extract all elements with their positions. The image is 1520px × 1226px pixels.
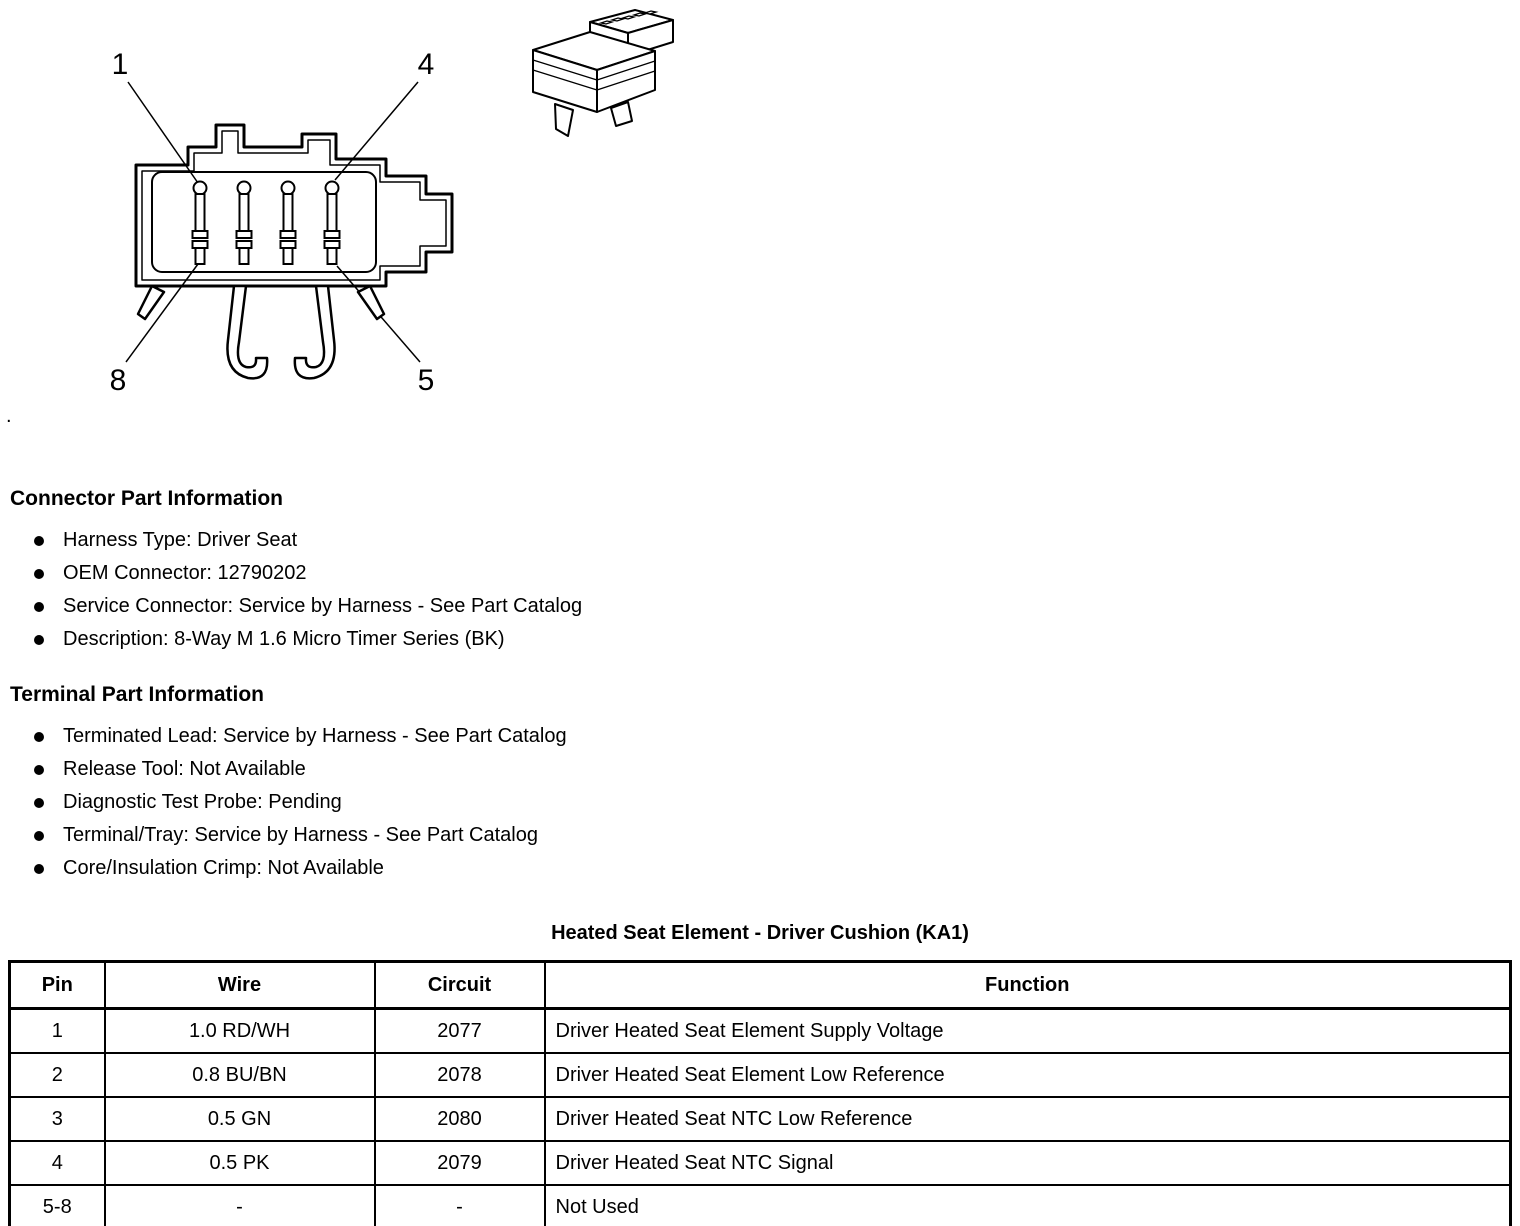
terminal-pin-1: [191, 180, 209, 265]
cell-pin: 4: [8, 1140, 106, 1186]
connector-front-view-diagram: 1 4 8 5: [110, 48, 454, 397]
terminal-pin-4: [323, 180, 341, 265]
terminal-pin-3: [279, 180, 297, 265]
terminal-pin-2: [235, 180, 253, 265]
iso-pin-holes: [598, 10, 659, 25]
cell-circuit: 2078: [373, 1052, 546, 1098]
cell-function: Driver Heated Seat Element Low Reference: [543, 1052, 1512, 1098]
list-item: Release Tool: Not Available: [10, 753, 567, 786]
bullet-icon: [34, 830, 44, 841]
connector-cavity: [151, 171, 377, 273]
list-item-text: Diagnostic Test Probe: Pending: [63, 791, 342, 813]
cell-function: Driver Heated Seat Element Supply Voltag…: [543, 1007, 1512, 1054]
foot-right: [356, 284, 386, 321]
cell-function: Not Used: [543, 1184, 1512, 1226]
pin-label-5: 5: [418, 364, 435, 397]
stray-period: .: [6, 405, 12, 427]
foot-left: [136, 284, 166, 321]
iso-tab: [610, 101, 633, 127]
clip-right: [293, 284, 336, 380]
connector-info-list: Harness Type: Driver Seat OEM Connector:…: [10, 524, 582, 656]
clip-left: [226, 284, 269, 380]
leader-line-pin4: [334, 81, 419, 181]
cell-wire: 0.5 PK: [103, 1140, 376, 1186]
cell-circuit: 2080: [373, 1096, 546, 1142]
cell-function: Driver Heated Seat NTC Low Reference: [543, 1096, 1512, 1142]
list-item: Diagnostic Test Probe: Pending: [10, 786, 567, 819]
cell-pin: 3: [8, 1096, 106, 1142]
section-title-connector-part-information: Connector Part Information: [10, 487, 284, 511]
bullet-icon: [34, 601, 44, 612]
column-header-circuit: Circuit: [373, 960, 546, 1010]
iso-latch: [554, 103, 574, 137]
list-item-text: Description: 8-Way M 1.6 Micro Timer Ser…: [63, 628, 505, 650]
bullet-icon: [34, 764, 44, 775]
table-row: 5-8 - - Not Used: [8, 1184, 1512, 1226]
list-item: Terminated Lead: Service by Harness - Se…: [10, 720, 567, 753]
connector-isometric-view: [532, 9, 674, 137]
list-item: Terminal/Tray: Service by Harness - See …: [10, 819, 567, 852]
bullet-icon: [34, 535, 44, 546]
list-item-text: Harness Type: Driver Seat: [63, 529, 298, 551]
list-item-text: Terminated Lead: Service by Harness - Se…: [63, 725, 567, 747]
column-header-wire: Wire: [103, 960, 376, 1010]
table-row: 1 1.0 RD/WH 2077 Driver Heated Seat Elem…: [8, 1007, 1512, 1054]
connector-housing-inner-line: [141, 130, 447, 281]
leader-line-pin1: [127, 81, 199, 184]
cell-wire: 0.5 GN: [103, 1096, 376, 1142]
list-item-text: OEM Connector: 12790202: [63, 562, 307, 584]
list-item: Harness Type: Driver Seat: [10, 524, 582, 557]
list-item-text: Release Tool: Not Available: [63, 758, 306, 780]
list-item: Core/Insulation Crimp: Not Available: [10, 852, 567, 885]
cell-wire: 0.8 BU/BN: [103, 1052, 376, 1098]
list-item-text: Core/Insulation Crimp: Not Available: [63, 857, 384, 879]
list-item: Description: 8-Way M 1.6 Micro Timer Ser…: [10, 623, 582, 656]
bullet-icon: [34, 863, 44, 874]
cell-wire: 1.0 RD/WH: [103, 1007, 376, 1054]
mounting-clips: [136, 284, 386, 380]
list-item: OEM Connector: 12790202: [10, 557, 582, 590]
column-header-function: Function: [543, 960, 1512, 1010]
column-header-pin: Pin: [8, 960, 106, 1010]
section-title-terminal-part-information: Terminal Part Information: [10, 683, 264, 707]
iso-ridge-lines: [532, 59, 656, 91]
list-item: Service Connector: Service by Harness - …: [10, 590, 582, 623]
table-row: 2 0.8 BU/BN 2078 Driver Heated Seat Elem…: [8, 1052, 1512, 1098]
table-row: 4 0.5 PK 2079 Driver Heated Seat NTC Sig…: [8, 1140, 1512, 1186]
list-item-text: Terminal/Tray: Service by Harness - See …: [63, 824, 538, 846]
pinout-table: Pin Wire Circuit Function 1 1.0 RD/WH 20…: [8, 960, 1512, 1226]
cell-wire: -: [103, 1184, 376, 1226]
table-row: 3 0.5 GN 2080 Driver Heated Seat NTC Low…: [8, 1096, 1512, 1142]
terminal-info-list: Terminated Lead: Service by Harness - Se…: [10, 720, 567, 885]
terminal-pins: [191, 180, 341, 265]
bullet-icon: [34, 731, 44, 742]
table-title: Heated Seat Element - Driver Cushion (KA…: [551, 922, 969, 944]
cell-pin: 1: [8, 1007, 106, 1054]
bullet-icon: [34, 797, 44, 808]
cell-function: Driver Heated Seat NTC Signal: [543, 1140, 1512, 1186]
pin-label-8: 8: [110, 364, 127, 397]
cell-pin: 2: [8, 1052, 106, 1098]
cell-circuit: 2077: [373, 1007, 546, 1054]
table-header-row: Pin Wire Circuit Function: [8, 960, 1512, 1010]
cell-circuit: 2079: [373, 1140, 546, 1186]
bullet-icon: [34, 568, 44, 579]
cell-circuit: -: [373, 1184, 546, 1226]
pin-label-1: 1: [112, 48, 129, 81]
connector-housing-outline: [134, 123, 454, 288]
list-item-text: Service Connector: Service by Harness - …: [63, 595, 583, 617]
pin-label-4: 4: [418, 48, 435, 81]
cell-pin: 5-8: [8, 1184, 106, 1226]
bullet-icon: [34, 634, 44, 645]
